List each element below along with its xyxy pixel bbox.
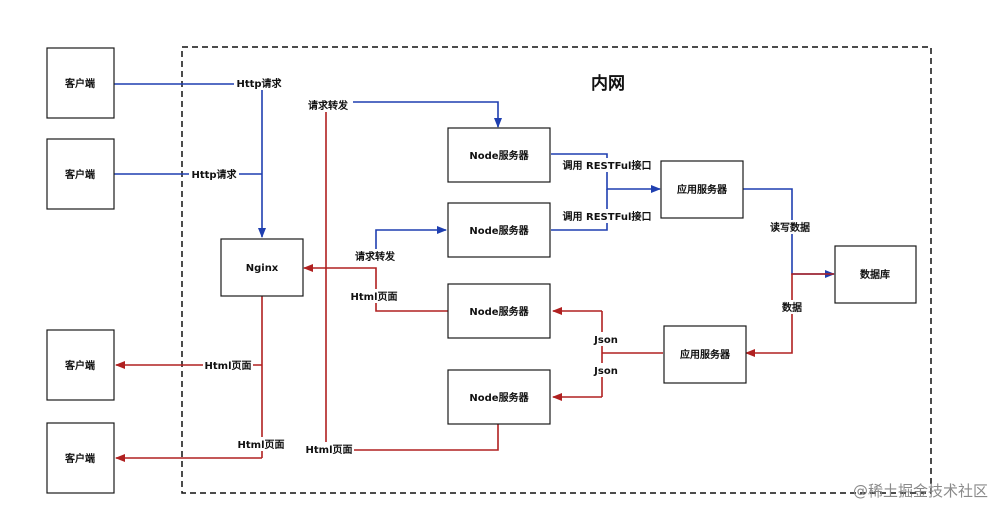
client1-node: 客户端 [46,47,115,119]
node4-label: Node服务器 [469,391,529,404]
node-server-1: Node服务器 [447,127,551,183]
edge-node2-app1 [551,189,608,231]
edge-forward-node2 [375,226,447,255]
label-restful-1: 调用 RESTFul接口 [563,159,652,172]
label-http-req-1: Http请求 [236,77,282,90]
database-node: 数据库 [834,245,917,304]
client1-label: 客户端 [64,77,95,90]
node-server-3: Node服务器 [447,283,551,339]
intranet-border [181,46,932,494]
label-forward-2: 请求转发 [355,250,396,263]
app-server-1: 应用服务器 [660,160,744,219]
client4-label: 客户端 [64,452,95,465]
nginx-label: Nginx [246,263,279,274]
client3-label: 客户端 [64,359,95,372]
node1-label: Node服务器 [469,149,529,162]
label-read-data: 读写数据 [770,221,810,234]
intranet-title: 内网 [591,73,625,94]
label-html-page-1: Html页面 [351,291,398,303]
label-restful-2: 调用 RESTFul接口 [563,210,652,223]
edge-node4-html [325,102,499,451]
client4-node: 客户端 [46,422,115,494]
response-edges [115,102,834,462]
edge-forward-node1 [326,101,502,128]
client2-label: 客户端 [64,168,95,181]
label-json-1: Json [593,335,618,346]
label-html-page-3: Html页面 [238,439,285,451]
node3-label: Node服务器 [469,305,529,318]
watermark: @稀土掘金技术社区 [853,482,988,500]
label-forward-1: 请求转发 [308,99,349,112]
app1-label: 应用服务器 [677,183,728,196]
node-server-2: Node服务器 [447,202,551,258]
label-json-2: Json [593,366,618,377]
db-label: 数据库 [860,268,890,281]
node-server-4: Node服务器 [447,369,551,425]
node2-label: Node服务器 [469,224,529,237]
nginx-node: Nginx [220,238,304,297]
client2-node: 客户端 [46,138,115,210]
app2-label: 应用服务器 [680,348,731,361]
label-html-page-4: Html页面 [306,444,353,456]
label-http-req-2: Http请求 [191,168,237,181]
edge-labels: Http请求 Http请求 请求转发 请求转发 调用 RESTFul接口 调用 … [189,76,815,456]
client3-node: 客户端 [46,329,115,401]
app-server-2: 应用服务器 [663,325,747,384]
label-html-page-2: Html页面 [205,360,252,372]
label-data: 数据 [782,301,802,314]
